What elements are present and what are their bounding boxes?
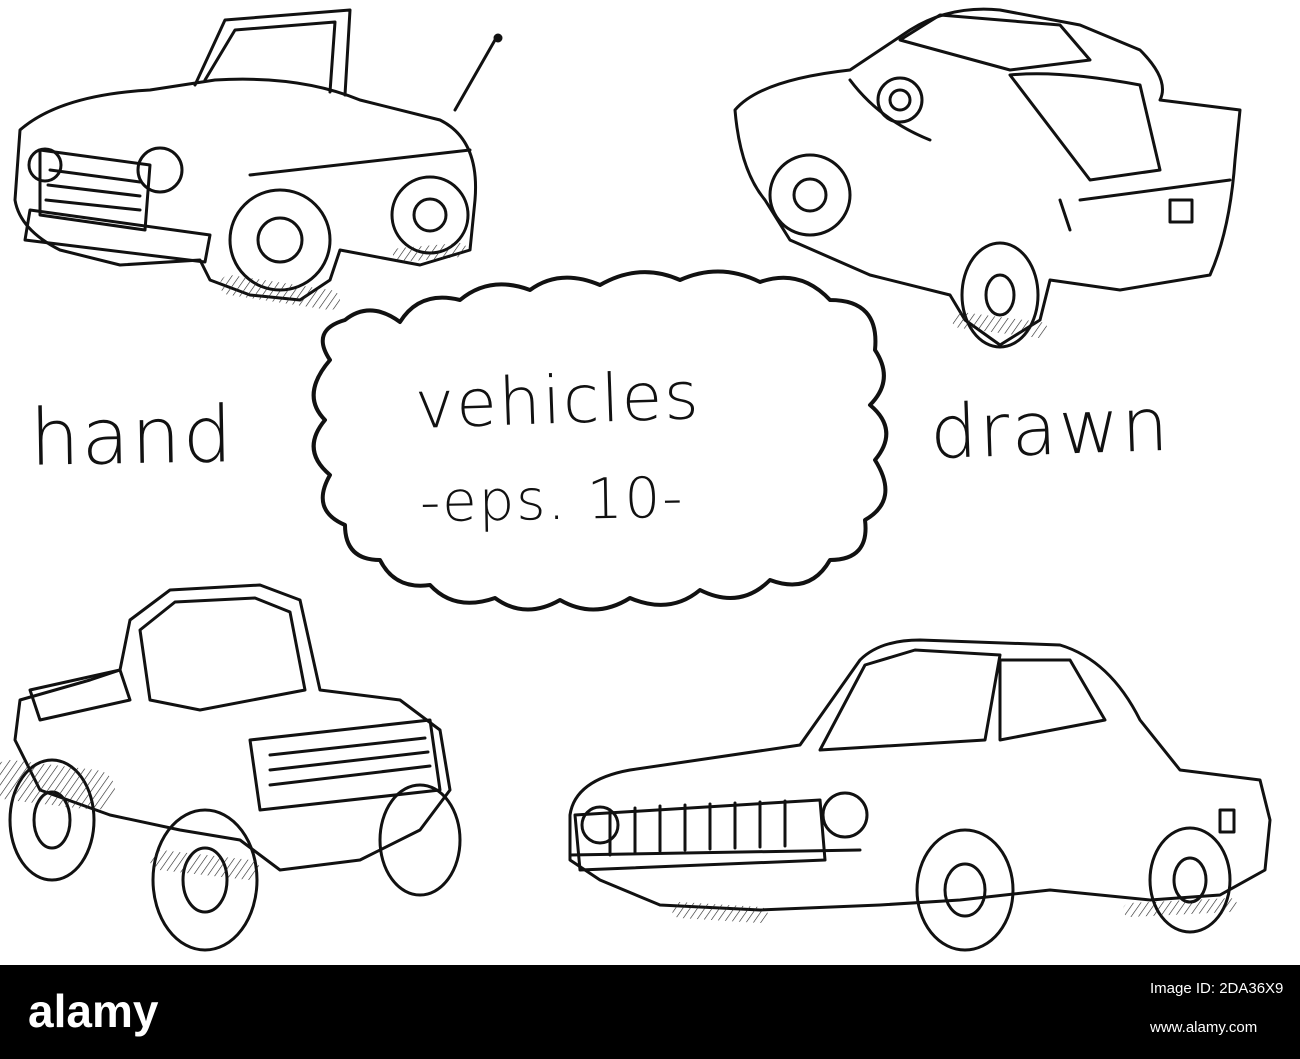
sedan-car-icon xyxy=(568,638,1272,952)
site-url-label[interactable]: www.alamy.com xyxy=(1150,1019,1258,1036)
caption-eps-label: -eps. 10- xyxy=(419,465,686,536)
illustration xyxy=(0,7,1272,952)
caption-word-vehicles: vehicles xyxy=(413,357,702,444)
stock-footer-bar: alamy Image ID: 2DA36X9 www.alamy.com xyxy=(0,965,1300,1059)
monster-truck-icon xyxy=(0,583,462,952)
caption-word-hand: hand xyxy=(29,390,235,484)
alamy-logo[interactable]: alamy xyxy=(28,983,228,1041)
image-id-label: Image ID: 2DA36X9 xyxy=(1150,980,1284,997)
cloud-frame-icon xyxy=(311,269,889,612)
caption-word-drawn: drawn xyxy=(928,381,1172,477)
alamy-logo-text: alamy xyxy=(28,985,159,1037)
sports-car-rear-icon xyxy=(733,7,1242,349)
convertible-car-icon xyxy=(13,8,503,310)
